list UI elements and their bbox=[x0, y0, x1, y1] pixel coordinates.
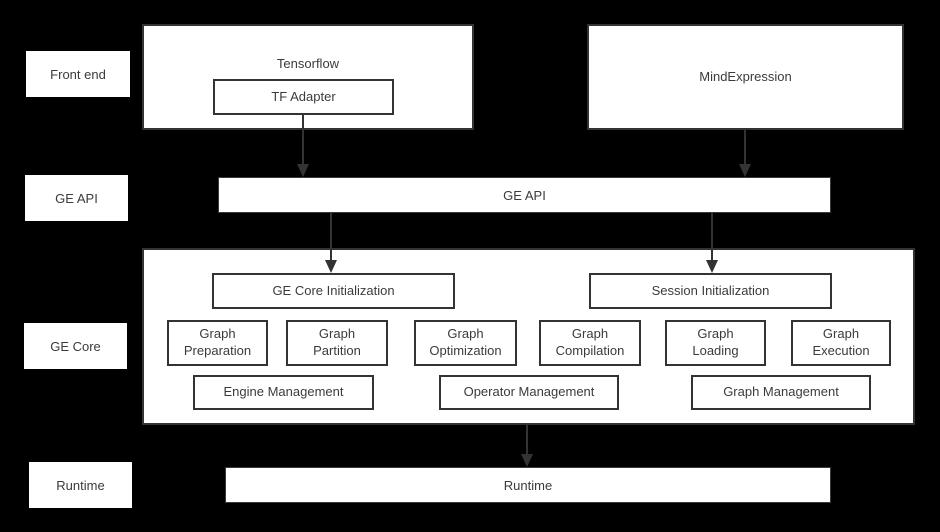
tensorflow-title: Tensorflow bbox=[276, 56, 340, 71]
arrow-line bbox=[330, 213, 332, 261]
arrow-line bbox=[711, 213, 713, 261]
arrow-head-icon bbox=[739, 164, 751, 177]
arrow-line bbox=[744, 130, 746, 165]
arrow-head-icon bbox=[297, 164, 309, 177]
arrow-line bbox=[526, 425, 528, 455]
graph-execution-box: Graph Execution bbox=[791, 320, 891, 366]
tensorflow-box: Tensorflow TF Adapter bbox=[142, 24, 474, 130]
engine-management-box: Engine Management bbox=[193, 375, 374, 410]
row-label-runtime: Runtime bbox=[29, 462, 132, 508]
arrow-tf-adapter-to-ge-api bbox=[297, 115, 309, 177]
graph-optimization-box: Graph Optimization bbox=[414, 320, 517, 366]
tf-adapter-box: TF Adapter bbox=[213, 79, 394, 115]
arrow-mindexpression-to-ge-api bbox=[739, 130, 751, 177]
ge-api-bar: GE API bbox=[218, 177, 831, 213]
ge-core-initialization-box: GE Core Initialization bbox=[212, 273, 455, 309]
graph-partition-box: Graph Partition bbox=[286, 320, 388, 366]
arrow-head-icon bbox=[706, 260, 718, 273]
arrow-line bbox=[302, 115, 304, 165]
row-label-front-end: Front end bbox=[26, 51, 130, 97]
arrow-ge-core-to-runtime bbox=[521, 425, 533, 467]
runtime-bar: Runtime bbox=[225, 467, 831, 503]
row-label-ge-api: GE API bbox=[25, 175, 128, 221]
graph-loading-box: Graph Loading bbox=[665, 320, 766, 366]
graph-compilation-box: Graph Compilation bbox=[539, 320, 641, 366]
operator-management-box: Operator Management bbox=[439, 375, 619, 410]
graph-preparation-box: Graph Preparation bbox=[167, 320, 268, 366]
arrow-ge-api-to-session-initialization bbox=[706, 213, 718, 273]
ge-core-box: GE Core Initialization Session Initializ… bbox=[142, 248, 915, 425]
row-label-ge-core: GE Core bbox=[24, 323, 127, 369]
arrow-ge-api-to-ge-core-initialization bbox=[325, 213, 337, 273]
mindexpression-box: MindExpression bbox=[587, 24, 904, 130]
arrow-head-icon bbox=[325, 260, 337, 273]
graph-management-box: Graph Management bbox=[691, 375, 871, 410]
arrow-head-icon bbox=[521, 454, 533, 467]
session-initialization-box: Session Initialization bbox=[589, 273, 832, 309]
